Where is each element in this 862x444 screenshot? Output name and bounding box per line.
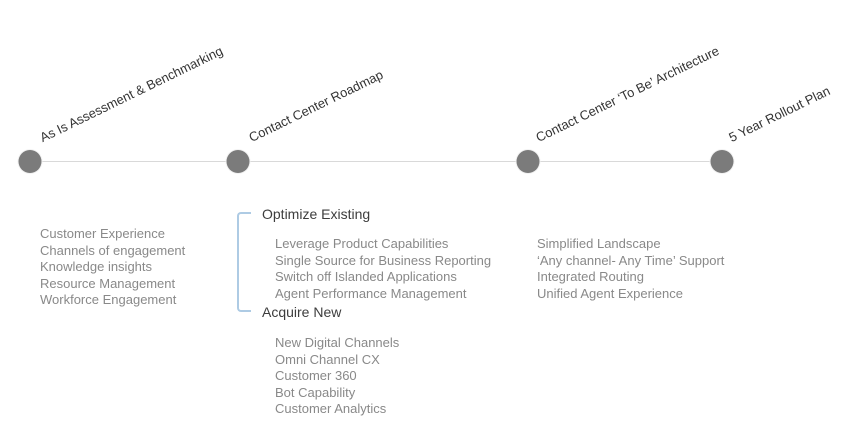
list-item: Customer Experience bbox=[40, 226, 165, 241]
milestone-dot-4 bbox=[710, 150, 734, 173]
list-item: Leverage Product Capabilities bbox=[275, 236, 449, 251]
group-bracket bbox=[237, 212, 251, 312]
milestone-dot-2 bbox=[226, 150, 250, 173]
milestone-label-architecture: Contact Center ‘To Be’ Architecture bbox=[533, 43, 722, 145]
list-item: New Digital Channels bbox=[275, 335, 400, 350]
milestone-label-roadmap: Contact Center Roadmap bbox=[246, 66, 386, 145]
list-item: Workforce Engagement bbox=[40, 292, 177, 308]
list-item: Customer Analytics bbox=[275, 401, 387, 417]
milestone-dot-1 bbox=[18, 150, 42, 173]
list-item: Switch off Islanded Applications bbox=[275, 269, 457, 285]
acquire-new-list: New Digital Channels Omni Channel CX Cus… bbox=[275, 335, 399, 418]
list-item: Agent Performance Management bbox=[275, 285, 467, 301]
milestone-label-assessment: As Is Assessment & Benchmarking bbox=[37, 43, 226, 146]
list-item: Unified Agent Experience bbox=[537, 285, 683, 301]
list-item: Knowledge insights bbox=[40, 259, 153, 275]
list-item: Customer 360 bbox=[275, 368, 357, 384]
list-item: Channels of engagement bbox=[40, 242, 186, 258]
list-item: ‘Any channel- Any Time’ Support bbox=[537, 252, 725, 268]
architecture-list: Simplified Landscape ‘Any channel- Any T… bbox=[537, 236, 724, 302]
list-item: Single Source for Business Reporting bbox=[275, 252, 492, 268]
list-item: Bot Capability bbox=[275, 384, 356, 400]
list-item: Simplified Landscape bbox=[537, 236, 661, 251]
milestone-dot-3 bbox=[516, 150, 540, 173]
group-title-optimize-existing: Optimize Existing bbox=[262, 206, 371, 222]
timeline-line bbox=[30, 161, 724, 162]
list-item: Integrated Routing bbox=[537, 269, 644, 285]
optimize-existing-list: Leverage Product Capabilities Single Sou… bbox=[275, 236, 491, 302]
group-title-acquire-new: Acquire New bbox=[262, 304, 342, 320]
milestone-label-rollout: 5 Year Rollout Plan bbox=[726, 83, 833, 145]
list-item: Resource Management bbox=[40, 275, 176, 291]
assessment-list: Customer Experience Channels of engageme… bbox=[40, 226, 185, 309]
list-item: Omni Channel CX bbox=[275, 351, 380, 367]
